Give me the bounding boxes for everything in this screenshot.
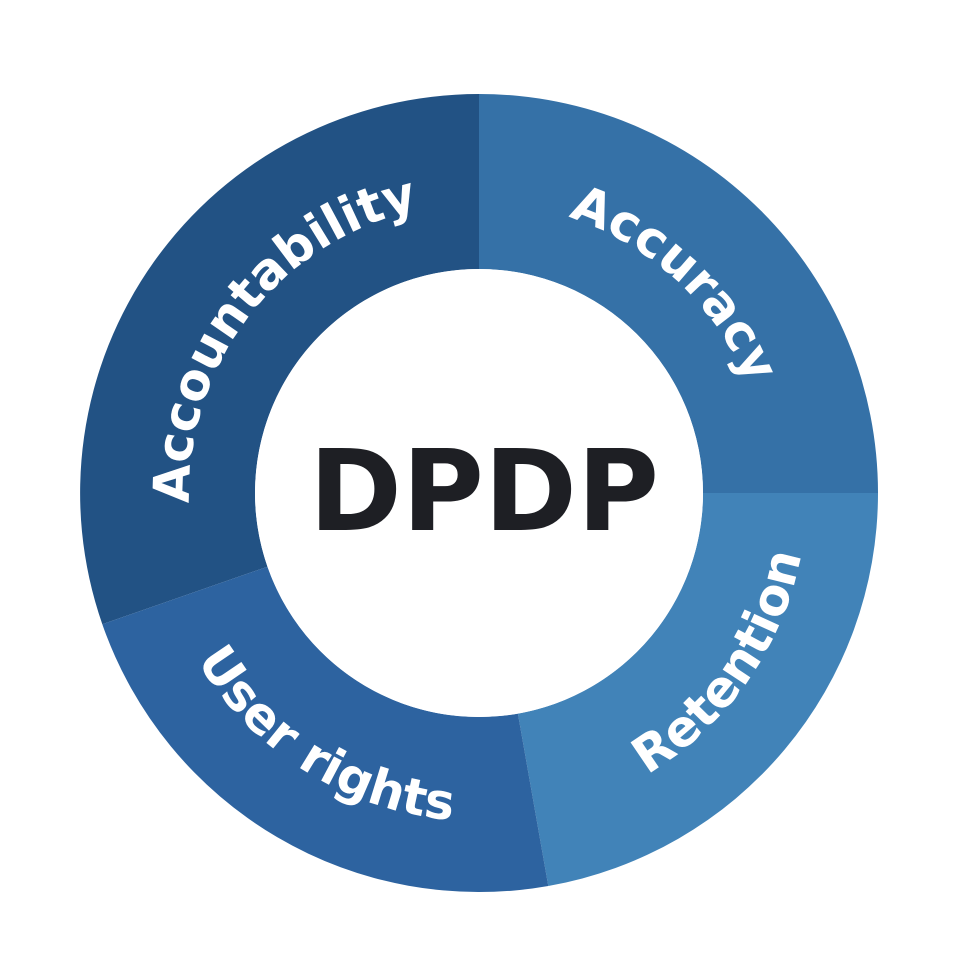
center-circle <box>255 269 703 717</box>
segment-retention-wedge <box>517 493 878 886</box>
center-title: DPDP <box>309 427 659 557</box>
segment-accountability <box>80 94 479 625</box>
segment-accuracy <box>479 94 878 493</box>
segment-user-rights <box>102 566 549 893</box>
segment-user-rights-wedge <box>102 566 549 893</box>
segment-accountability-wedge <box>80 94 479 625</box>
segment-accuracy-wedge <box>479 94 878 493</box>
segment-retention <box>517 493 878 886</box>
